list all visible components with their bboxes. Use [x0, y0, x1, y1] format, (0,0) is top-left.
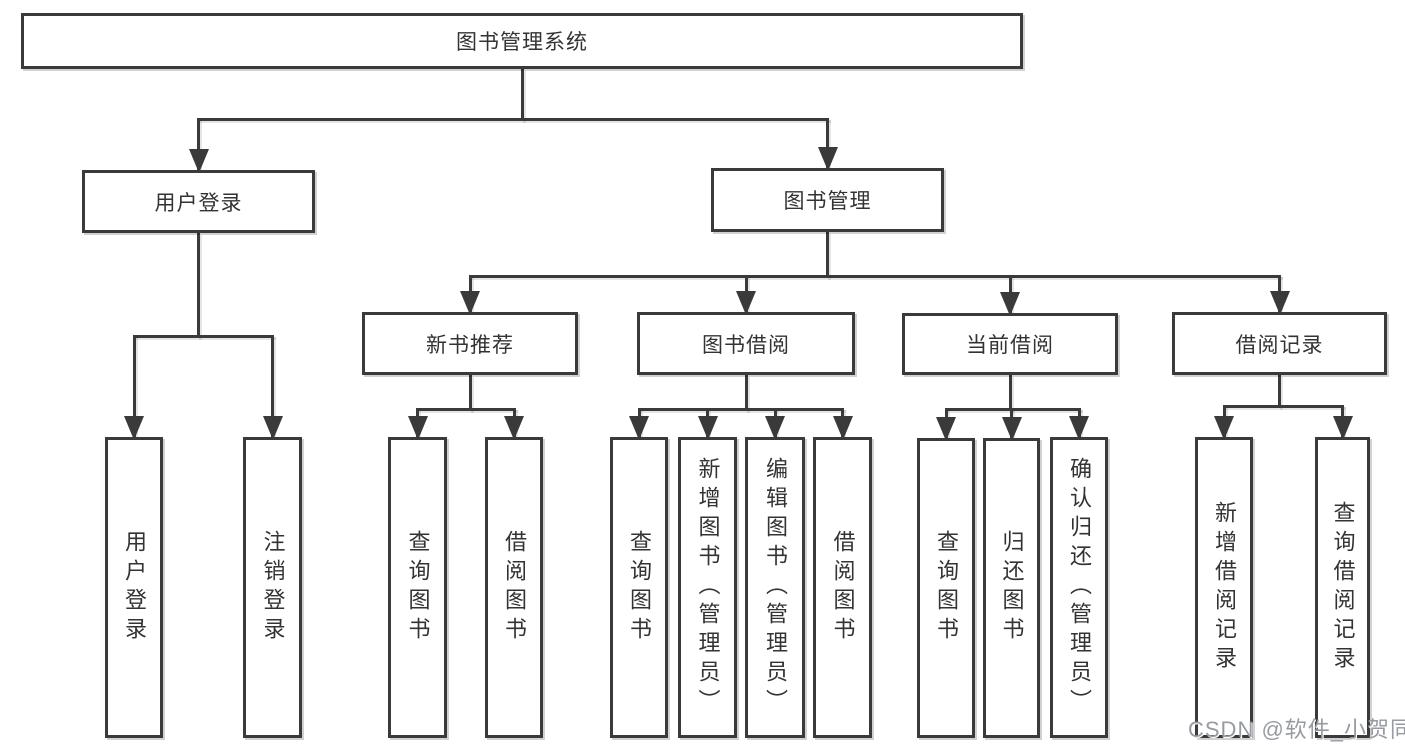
node-leaf-confirm-return-admin: 确认归还（管理员）: [1050, 437, 1108, 738]
node-label-leaf-borrow-books-borrowing: 借阅图书: [830, 529, 856, 646]
connector-line: [826, 118, 829, 170]
node-leaf-add-borrow-record: 新增借阅记录: [1195, 437, 1253, 738]
node-root: 图书管理系统: [21, 13, 1023, 69]
connector-line: [132, 335, 136, 439]
node-label-leaf-query-books-borrowing: 查询图书: [627, 529, 652, 646]
connector-line: [468, 275, 1281, 278]
connector-line: [637, 408, 844, 411]
connector-line: [1222, 405, 1344, 408]
node-label-leaf-query-books-current: 查询图书: [934, 530, 959, 646]
node-user-login: 用户登录: [82, 170, 315, 233]
connector-line: [468, 375, 472, 411]
node-label-leaf-edit-books-admin: 编辑图书（管理员）: [763, 457, 788, 718]
arrowhead-icon: [1069, 416, 1089, 440]
node-label-leaf-query-borrow-record: 查询借阅记录: [1330, 500, 1356, 675]
node-leaf-query-borrow-record: 查询借阅记录: [1315, 437, 1370, 738]
node-leaf-query-books-borrowing: 查询图书: [610, 437, 668, 738]
node-label-user-login: 用户登录: [154, 191, 243, 215]
node-leaf-borrow-books-recommend: 借阅图书: [485, 437, 543, 738]
arrowhead-icon: [1269, 291, 1290, 315]
node-label-root: 图书管理系统: [456, 31, 588, 54]
connector-line: [197, 118, 829, 121]
node-label-book-management: 图书管理: [783, 190, 872, 213]
connector-line: [520, 69, 524, 121]
arrowhead-icon: [765, 416, 785, 440]
node-leaf-return-books: 归还图书: [983, 438, 1040, 738]
node-label-leaf-logout: 注销登录: [260, 529, 286, 646]
node-label-leaf-borrow-books-recommend: 借阅图书: [502, 529, 527, 646]
node-borrowing-records: 借阅记录: [1172, 312, 1387, 375]
connector-line: [416, 408, 516, 411]
arrowhead-icon: [504, 416, 524, 440]
node-leaf-query-books-recommend: 查询图书: [388, 437, 447, 738]
connector-line: [826, 232, 829, 278]
node-label-leaf-query-books-recommend: 查询图书: [405, 529, 431, 646]
connector-line: [197, 118, 200, 172]
node-leaf-edit-books-admin: 编辑图书（管理员）: [745, 437, 805, 738]
node-book-management: 图书管理: [711, 168, 944, 232]
connector-line: [1278, 375, 1281, 408]
node-book-borrowing: 图书借阅: [637, 312, 855, 375]
node-new-book-recommend: 新书推荐: [362, 312, 578, 375]
connector-line: [744, 375, 748, 411]
arrowhead-icon: [407, 416, 428, 440]
arrowhead-icon: [188, 149, 209, 173]
node-leaf-add-books-admin: 新增图书（管理员）: [678, 437, 737, 738]
arrowhead-icon: [936, 417, 956, 441]
node-label-leaf-add-borrow-record: 新增借阅记录: [1212, 500, 1237, 675]
node-label-leaf-user-login: 用户登录: [122, 529, 147, 646]
node-label-book-borrowing: 图书借阅: [702, 333, 790, 357]
node-label-current-borrowing: 当前借阅: [966, 334, 1054, 357]
arrowhead-icon: [697, 416, 718, 440]
arrowhead-icon: [1214, 416, 1234, 440]
csdn-watermark: CSDN @软件_小贺同学: [1188, 717, 1405, 742]
connector-line: [132, 335, 274, 338]
arrowhead-icon: [262, 416, 283, 440]
node-current-borrowing: 当前借阅: [902, 313, 1118, 375]
arrowhead-icon: [832, 416, 853, 440]
node-leaf-user-login: 用户登录: [105, 437, 163, 738]
arrowhead-icon: [736, 291, 756, 315]
node-label-leaf-confirm-return-admin: 确认归还（管理员）: [1067, 457, 1092, 718]
node-leaf-borrow-books-borrowing: 借阅图书: [813, 437, 872, 738]
node-label-leaf-add-books-admin: 新增图书（管理员）: [695, 457, 721, 718]
connector-line: [1008, 375, 1012, 411]
arrowhead-icon: [1000, 292, 1020, 316]
node-label-borrowing-records: 借阅记录: [1235, 333, 1324, 357]
arrowhead-icon: [629, 416, 649, 440]
connector-line: [197, 233, 200, 338]
arrowhead-icon: [817, 147, 838, 171]
arrowhead-icon: [124, 416, 144, 440]
node-label-leaf-return-books: 归还图书: [999, 530, 1025, 646]
node-label-new-book-recommend: 新书推荐: [426, 333, 514, 357]
arrowhead-icon: [1332, 416, 1353, 440]
arrowhead-icon: [1001, 417, 1022, 441]
arrowhead-icon: [460, 291, 480, 315]
node-leaf-logout: 注销登录: [243, 437, 302, 738]
connector-line: [271, 335, 274, 439]
node-leaf-query-books-current: 查询图书: [917, 438, 975, 738]
